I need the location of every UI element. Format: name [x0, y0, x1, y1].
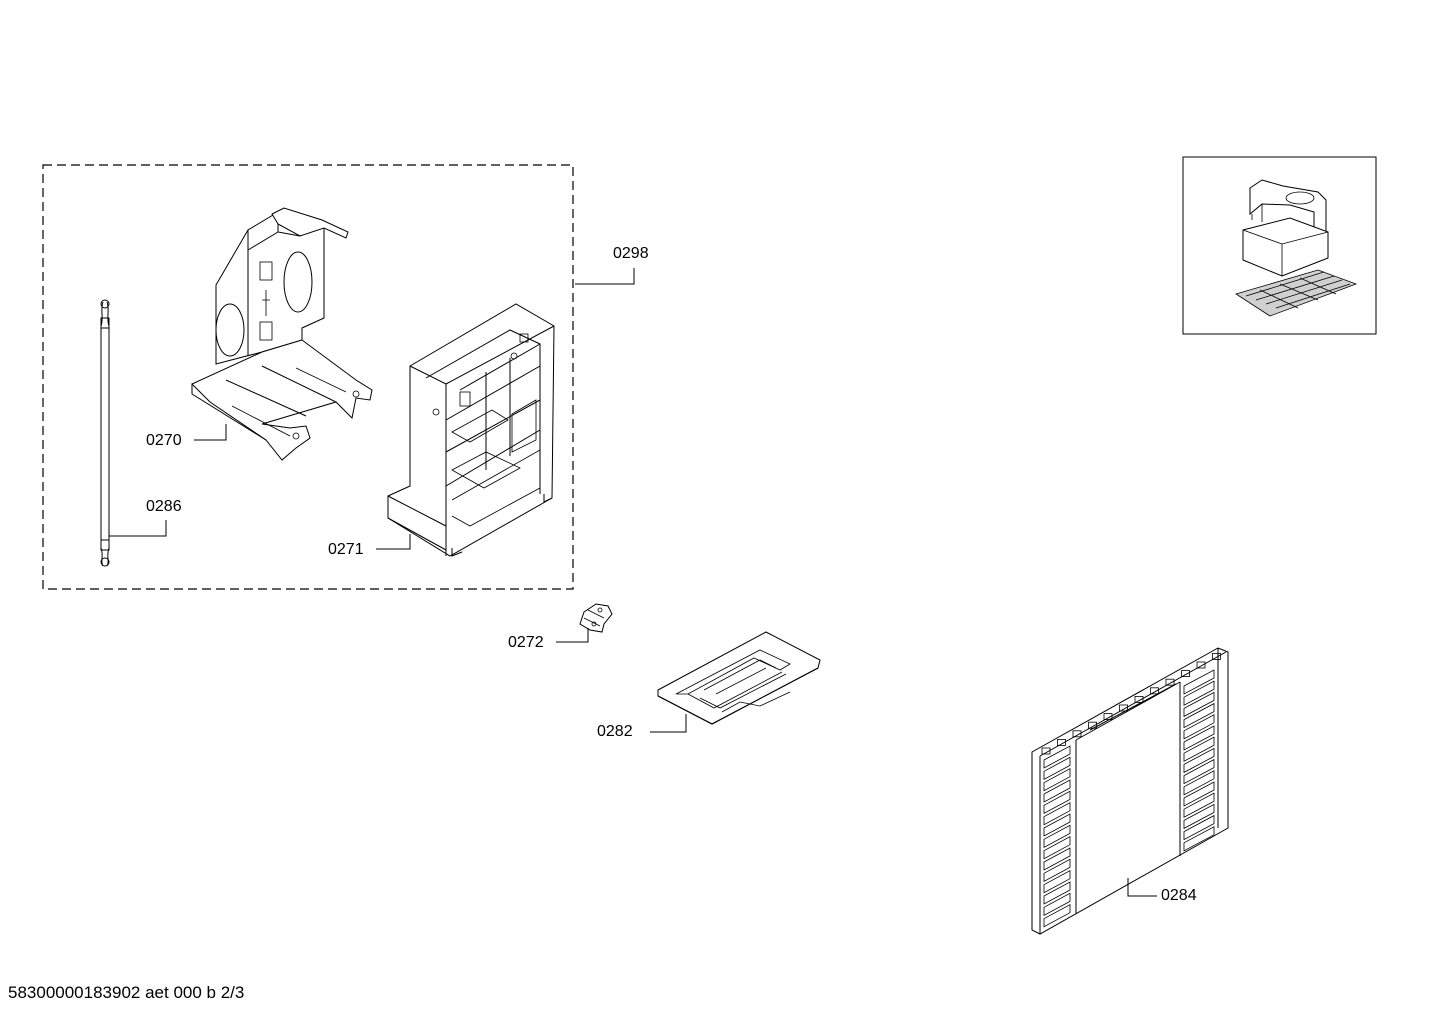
grid-cell-right — [1183, 792, 1215, 818]
grid-cell-left — [1043, 779, 1071, 803]
grid-cell-left — [1043, 847, 1071, 871]
part-label-0284: 0284 — [1161, 887, 1197, 904]
assembly-group-box — [42, 164, 574, 590]
part-label-0286: 0286 — [146, 498, 182, 515]
grid-cell-left — [1043, 756, 1071, 781]
cable-0286-drawing — [100, 299, 110, 567]
grid-cell-left — [1043, 892, 1071, 917]
grid-cell-top — [1181, 670, 1190, 677]
grid-cell-right — [1183, 781, 1215, 807]
part-label-0298: 0298 — [613, 245, 649, 262]
grid-cell-right — [1183, 702, 1215, 729]
grid-cell-right — [1183, 669, 1215, 695]
part-label-0270: 0270 — [146, 432, 182, 449]
leader-lines — [109, 268, 1157, 897]
bracket-0270-drawing — [191, 207, 373, 461]
part-label-0271: 0271 — [328, 541, 364, 558]
frame-0271-drawing — [387, 303, 555, 557]
grid-cell-top — [1041, 747, 1051, 755]
grid-cell-left — [1043, 835, 1071, 860]
grid-cell-top — [1072, 730, 1082, 738]
grid-cell-right — [1183, 758, 1215, 785]
grid-cell-top — [1103, 713, 1113, 720]
plate-0282-drawing — [657, 631, 821, 725]
grid-cell-left — [1043, 767, 1071, 792]
grid-cell-top — [1212, 653, 1221, 660]
part-label-0272: 0272 — [508, 634, 544, 651]
grid-cell-left — [1043, 790, 1071, 815]
grid-cell-right — [1183, 747, 1215, 774]
grid-cell-left — [1043, 903, 1071, 928]
grid-cell-right — [1183, 736, 1215, 762]
document-code: 58300000183902 aet 000 b 2/3 — [8, 983, 245, 1002]
grid-cell-right — [1183, 714, 1215, 740]
grid-cell-left — [1043, 745, 1071, 769]
grid-cell-left — [1043, 824, 1071, 849]
grid-cell-top — [1119, 704, 1128, 712]
grid-cell-right — [1183, 814, 1215, 841]
grid-cell-top — [1150, 687, 1159, 695]
grid-cell-top — [1134, 696, 1144, 703]
grid-cell-right — [1183, 680, 1215, 706]
grid-panel-0284-drawing — [1031, 647, 1229, 935]
clip-0272-drawing — [579, 603, 613, 633]
grid-cell-right — [1183, 770, 1215, 796]
grid-cell-left — [1043, 813, 1071, 837]
grid-cell-right — [1183, 725, 1215, 751]
grid-cell-top — [1165, 678, 1175, 686]
grid-cell-right — [1183, 803, 1215, 830]
part-label-0282: 0282 — [597, 723, 633, 740]
overview-inset — [1182, 156, 1377, 335]
grid-cell-left — [1043, 801, 1071, 826]
grid-cell-left — [1043, 869, 1071, 894]
grid-cell-left — [1043, 858, 1071, 883]
grid-cell-left — [1043, 881, 1071, 905]
grid-cell-right — [1183, 826, 1215, 852]
grid-cell-top — [1057, 739, 1066, 746]
grid-cell-top — [1088, 721, 1097, 729]
grid-cell-right — [1183, 691, 1215, 718]
grid-cell-top — [1196, 661, 1206, 669]
